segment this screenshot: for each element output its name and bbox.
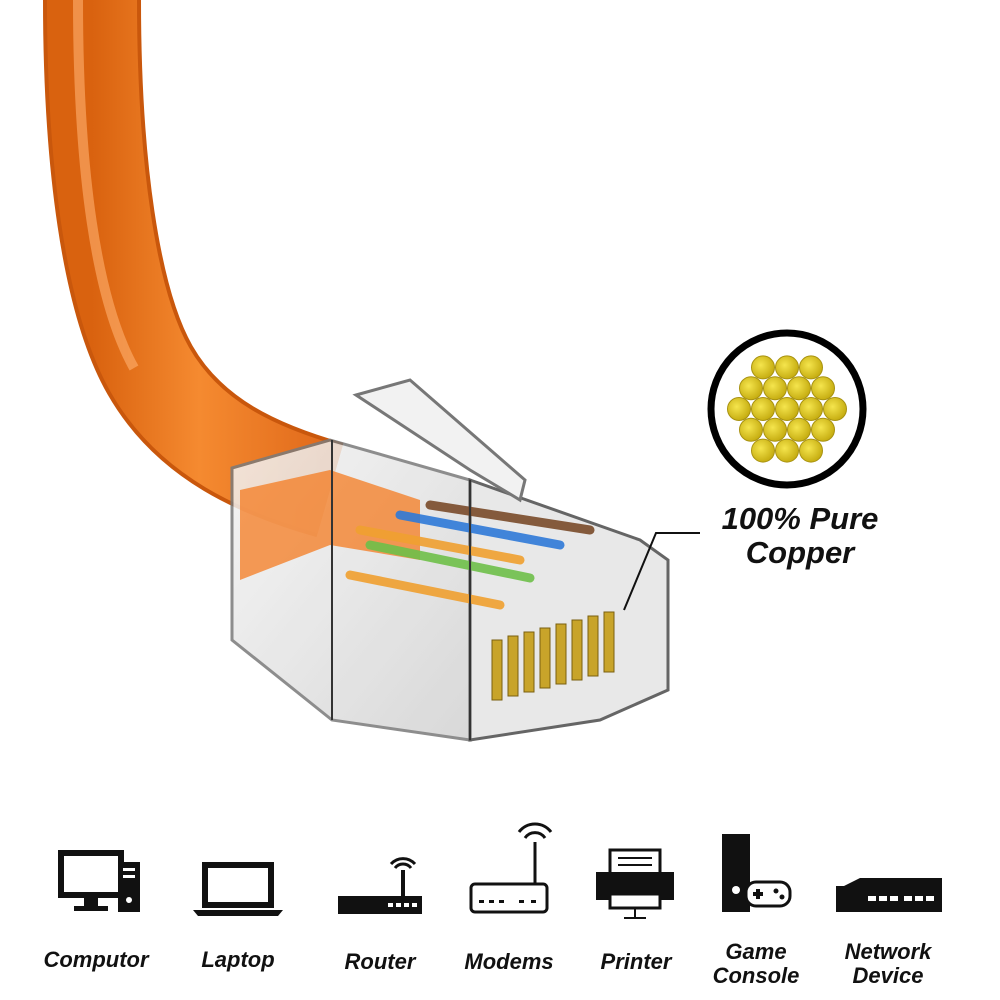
copper-strand [799, 355, 823, 380]
printer-icon [596, 848, 674, 919]
copper-strand [751, 397, 775, 421]
game-console-icon [722, 834, 792, 912]
copper-strand [739, 376, 763, 401]
callout-leader-line [623, 532, 700, 611]
network-switch-icon [836, 878, 942, 912]
copper-strand-cross-section-icon [707, 329, 867, 489]
device-game-console: Game Console [686, 820, 826, 1000]
device-label-game-console: Game Console [686, 940, 826, 988]
device-label-laptop: Laptop [201, 947, 275, 972]
modem-icon [469, 822, 553, 914]
device-label-network-line2: Device [852, 963, 924, 988]
device-modem: Modems [439, 820, 579, 1000]
copper-strand [739, 417, 763, 442]
copper-strand [763, 376, 787, 401]
copper-strand [799, 397, 823, 421]
compatible-devices-row: Computor Laptop Router [0, 820, 1000, 1000]
device-router: Router [310, 820, 450, 1000]
copper-strand [751, 438, 775, 463]
device-label-modem: Modems [464, 949, 554, 974]
copper-strand [787, 417, 811, 442]
copper-callout-line1: 100% Pure [721, 501, 879, 536]
copper-strand [751, 355, 775, 380]
copper-strand [811, 417, 835, 442]
desktop-computer-icon [58, 850, 140, 912]
copper-strand [787, 376, 811, 401]
device-label-router: Router [344, 949, 416, 974]
device-label-game-console-line1: Game [725, 939, 787, 964]
copper-strand [799, 438, 823, 463]
copper-strand [775, 438, 799, 463]
device-label-printer: Printer [600, 949, 672, 974]
product-hero: 100% Pure Copper [43, 0, 900, 742]
rj45-connector-icon [230, 378, 670, 742]
copper-callout-line2: Copper [745, 535, 855, 570]
device-computer: Computor [26, 820, 166, 1000]
copper-strand [775, 397, 799, 421]
device-laptop: Laptop [168, 820, 308, 1000]
laptop-icon [193, 862, 283, 916]
copper-strand [763, 417, 787, 442]
ethernet-cable-illustration [43, 0, 867, 742]
copper-strand [823, 397, 847, 421]
device-network: Network Device [818, 820, 958, 1000]
twisted-pair-wires [345, 500, 595, 610]
router-icon [338, 857, 422, 914]
gold-contacts [491, 611, 615, 701]
device-label-game-console-line2: Console [712, 963, 800, 988]
device-label-computer: Computor [43, 947, 149, 972]
copper-callout-text: 100% Pure Copper [700, 502, 900, 570]
copper-strand [811, 376, 835, 401]
device-printer: Printer [566, 820, 706, 1000]
cable-jacket [43, 0, 344, 538]
copper-strand [727, 397, 751, 421]
device-label-network: Network Device [818, 940, 958, 988]
device-label-network-line1: Network [844, 939, 932, 964]
copper-strand [775, 355, 799, 380]
